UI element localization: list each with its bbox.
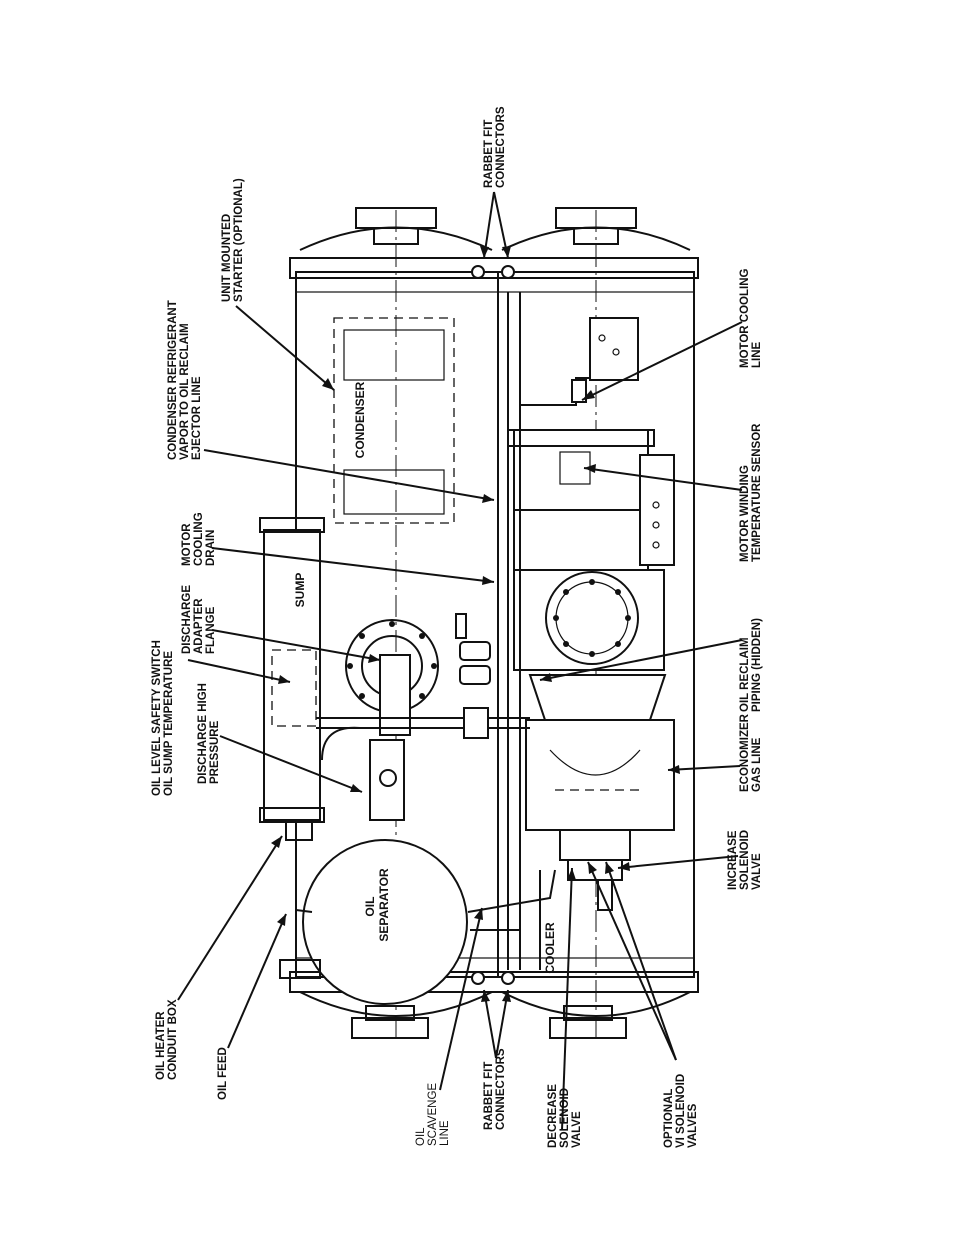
discharge-adapter-flange	[345, 619, 439, 736]
callout-condenser-refrigerant: CONDENSER REFRIGERANT VAPOR TO OIL RECLA…	[167, 297, 203, 460]
motor-compressor	[507, 429, 675, 881]
callout-oil-scavenge-line: OIL SCAVENGE LINE	[415, 1080, 451, 1146]
callout-discharge-adapter-flange: DISCHARGE ADAPTER FLANGE	[181, 582, 217, 654]
callout-optional-vi-solenoid-valves: OPTIONAL VI SOLENOID VALVES	[663, 1071, 699, 1148]
callout-increase-solenoid-valve: INCREASE SOLENOID VALVE	[727, 827, 763, 890]
callout-oil-feed: OIL FEED	[217, 1047, 229, 1100]
top-head-plate	[289, 257, 699, 279]
callout-oil-level-safety-switch: OIL LEVEL SAFETY SWITCH OIL SUMP TEMPERA…	[151, 637, 175, 796]
sump	[259, 517, 325, 823]
oil-separator-label: OIL SEPARATOR	[363, 868, 391, 942]
callout-motor-cooling-drain: MOTOR COOLING DRAIN	[181, 509, 217, 566]
callout-rabbet-fit-bottom: RABBET FIT CONNECTORS	[483, 1048, 507, 1130]
callout-rabbet-fit-top: RABBET FIT CONNECTORS	[483, 106, 507, 188]
callout-oil-reclaim-piping: OIL RECLAIM PIPING (HIDDEN)	[739, 618, 763, 712]
callout-oil-heater-conduit-box: OIL HEATER CONDUIT BOX	[155, 999, 179, 1080]
callout-motor-winding-sensor: MOTOR WINDING TEMPERATURE SENSOR	[739, 423, 763, 562]
cooler-label: COOLER	[543, 922, 557, 974]
callout-economizer-gas-line: ECONOMIZER GAS LINE	[739, 711, 763, 792]
callout-unit-mounted-starter: UNIT MOUNTED STARTER (OPTIONAL)	[221, 178, 245, 302]
callout-discharge-high-pressure: DISCHARGE HIGH PRESSURE	[197, 680, 221, 784]
motor-cooling-pipe	[520, 377, 600, 406]
condenser-label: CONDENSER	[353, 381, 367, 458]
callout-decrease-solenoid-valve: DECREASE SOLENOID VALVE	[547, 1081, 583, 1148]
leader-arrows	[177, 191, 743, 1131]
sump-label: SUMP	[293, 573, 307, 608]
oil-separator	[279, 726, 468, 1005]
callout-motor-cooling-line: MOTOR COOLING LINE	[739, 265, 763, 368]
